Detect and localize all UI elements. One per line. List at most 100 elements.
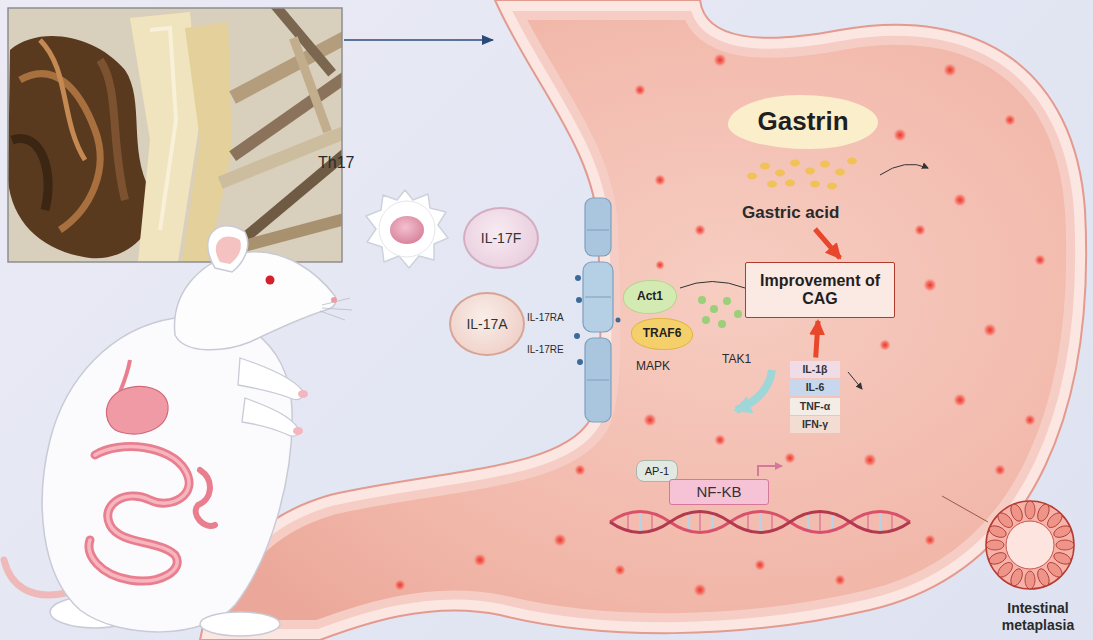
herb-photo xyxy=(8,0,360,262)
herb-photo xyxy=(8,8,342,262)
kinase-label: MAPK xyxy=(636,359,670,373)
gastrin-granules xyxy=(790,160,800,167)
metaplasia-section xyxy=(987,550,1007,566)
th17-cell xyxy=(366,190,448,268)
dna-helix xyxy=(807,513,809,531)
node-text: IL-6 xyxy=(806,381,825,393)
inflammation-spots xyxy=(994,464,1006,476)
dna-helix xyxy=(771,513,773,531)
inflammation-spots xyxy=(914,224,926,236)
adaptor-blob: TRAF6 xyxy=(631,318,693,350)
inflammation-spots xyxy=(923,278,937,292)
inflammation-spots xyxy=(473,553,487,567)
herb-photo xyxy=(289,36,332,133)
signal-dots xyxy=(734,310,742,318)
node-text: Act1 xyxy=(637,290,663,304)
node-text: IFN-γ xyxy=(802,418,828,430)
inflammation-spots xyxy=(614,564,626,576)
inflammation-spots xyxy=(983,323,997,337)
dna-helix xyxy=(831,513,833,531)
stomach xyxy=(200,0,1086,640)
inflammation-spots xyxy=(694,224,706,236)
metaplasia-section xyxy=(1025,571,1035,589)
inflammation-spots xyxy=(1024,414,1036,426)
inflammation-spots xyxy=(553,533,567,547)
dna-helix xyxy=(891,513,893,531)
rat xyxy=(320,311,345,320)
dna-helix xyxy=(759,512,761,532)
signal-dots xyxy=(698,296,742,328)
inflammation-spots xyxy=(643,413,657,427)
dna-helix xyxy=(747,513,749,531)
herb-photo xyxy=(8,36,154,258)
rat xyxy=(322,308,352,310)
il17-receptor xyxy=(585,297,611,298)
dna-helix xyxy=(699,512,701,532)
inflammation-spots xyxy=(655,260,665,270)
stomach xyxy=(200,0,1086,640)
rat xyxy=(89,447,189,581)
metaplasia-section xyxy=(1052,524,1072,540)
inflammation-spots xyxy=(953,193,967,207)
il17-receptor xyxy=(587,380,609,381)
dna-helix xyxy=(627,513,629,531)
rat xyxy=(320,298,352,320)
transcription-factor: NF-KB xyxy=(669,479,769,505)
metaplasia-section xyxy=(942,496,988,522)
signal-dots xyxy=(710,305,718,313)
inflammation-spots xyxy=(634,84,646,96)
th17-cell xyxy=(379,201,435,257)
dna-helix xyxy=(711,513,713,531)
inflammation-spots xyxy=(953,393,967,407)
secretion-arrow xyxy=(880,164,928,175)
rat xyxy=(298,390,308,398)
herb-photo xyxy=(20,74,100,230)
receptor-label: IL-17RA xyxy=(527,312,564,324)
metaplasia-section xyxy=(942,496,1074,589)
node-text: AP-1 xyxy=(645,465,669,478)
rat xyxy=(208,226,248,272)
cytokine-circle: IL-17F xyxy=(463,207,539,269)
rat xyxy=(238,358,303,400)
il17-receptor xyxy=(576,297,582,303)
dna-helix xyxy=(819,512,821,532)
inflammation-spots xyxy=(1034,254,1046,266)
il17-receptor xyxy=(575,275,581,281)
metaplasia-section xyxy=(986,501,1074,589)
herb-photo xyxy=(40,40,85,160)
metaplasia-section xyxy=(986,540,1004,550)
metaplasia-section xyxy=(1035,567,1051,587)
node-text: TRAF6 xyxy=(643,327,682,341)
dna-helix xyxy=(867,513,869,531)
herb-photo xyxy=(12,138,48,210)
inflammation-spots xyxy=(713,53,727,67)
pathology-label: Intestinal metaplasia xyxy=(988,600,1088,634)
inflammation-spots xyxy=(863,453,877,467)
node-text: IL-17F xyxy=(481,230,521,246)
il17-receptor xyxy=(585,198,611,256)
gastrin-granules xyxy=(767,181,777,188)
signal-dots xyxy=(702,316,710,324)
metaplasia-section xyxy=(986,501,1074,589)
inflammation-spots xyxy=(943,63,957,77)
signal-dots xyxy=(718,320,726,328)
il17-receptor xyxy=(577,359,583,365)
il17-receptor xyxy=(583,262,613,332)
gastrin-granules xyxy=(775,170,785,177)
receptor-label: IL-17RE xyxy=(527,344,564,356)
il17-receptor xyxy=(587,230,609,231)
herb-photo xyxy=(8,8,342,262)
cytokine-circle: IL-17A xyxy=(449,292,525,356)
rat xyxy=(266,276,275,285)
dna-helix xyxy=(651,513,653,531)
inflammation-spots xyxy=(1004,114,1016,126)
gastrin-granules xyxy=(747,158,857,190)
metaplasia-section xyxy=(1009,502,1025,522)
inflammation-spots xyxy=(834,574,846,586)
effect-arrow xyxy=(815,229,840,258)
cytokine-box: IL-6 xyxy=(790,379,840,396)
effect-arrow xyxy=(816,321,818,358)
dna-helix xyxy=(610,512,910,533)
rat xyxy=(200,612,280,636)
